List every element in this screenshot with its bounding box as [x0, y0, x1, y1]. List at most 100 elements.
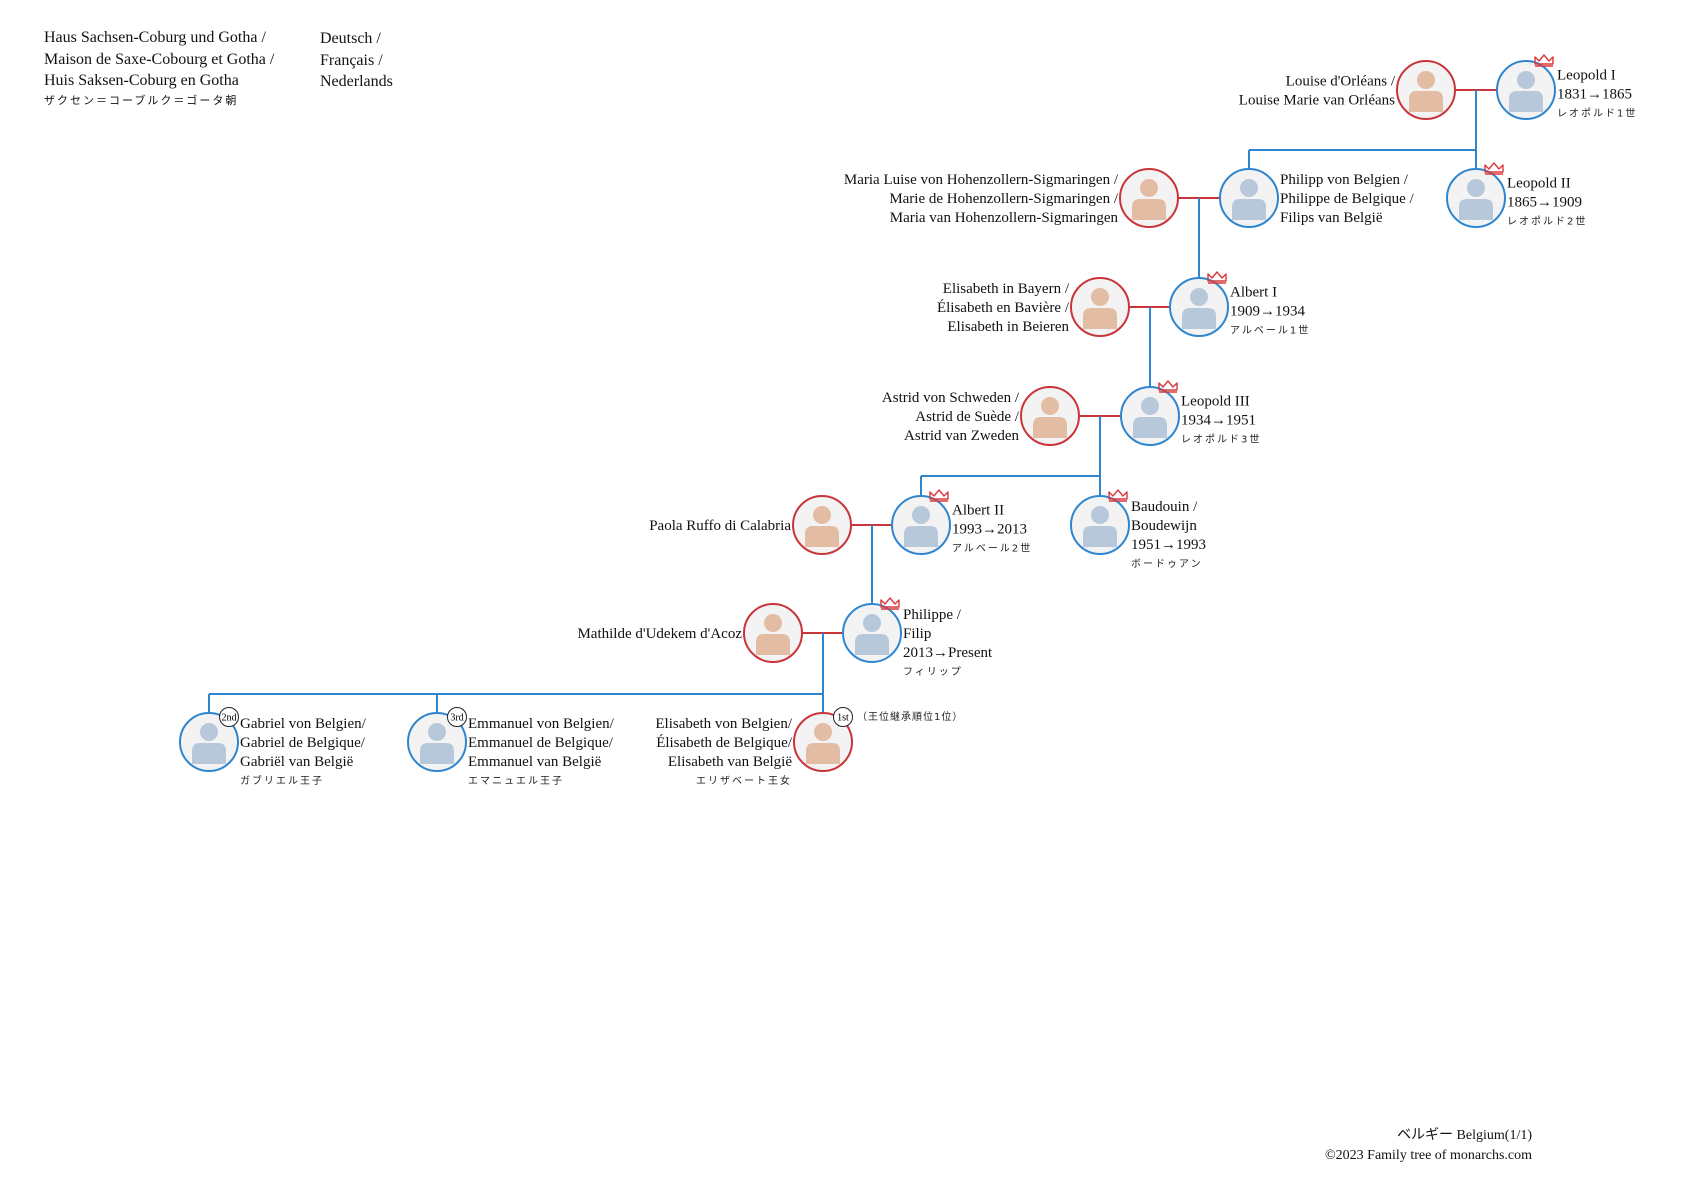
name-line: Leopold II [1507, 176, 1571, 192]
name-line: Leopold III [1181, 394, 1250, 410]
person-silhouette-icon [1409, 71, 1443, 112]
name-line: 1993→2013 [952, 522, 1027, 538]
person-silhouette-icon [420, 723, 454, 764]
name-line: Louise Marie van Orléans [1239, 93, 1395, 109]
name-line: Baudouin / [1131, 499, 1198, 515]
person-maria: Maria Luise von Hohenzollern-Sigmaringen… [844, 168, 1179, 228]
name-line: 1934→1951 [1181, 413, 1256, 429]
person-silhouette-icon [1182, 288, 1216, 329]
page-title: ベルギー Belgium(1/1) [1397, 1128, 1532, 1143]
person-albert2: Albert II 1993→2013 アルベール2世 [891, 489, 1032, 555]
name-line: Astrid von Schweden / [882, 390, 1020, 406]
japanese-name: アルベール1世 [1230, 325, 1310, 337]
name-line: Leopold I [1557, 68, 1616, 84]
person-philipp: Philipp von Belgien / Philippe de Belgiqu… [1219, 168, 1415, 228]
name-line: 1951→1993 [1131, 537, 1206, 553]
name-line: Philippe / [903, 607, 962, 623]
person-leopold2: Leopold II 1865→1909 レオポルド2世 [1446, 162, 1587, 228]
person-silhouette-icon [1083, 506, 1117, 547]
name-line: Élisabeth en Bavière / [937, 299, 1070, 316]
japanese-name: レオポルド3世 [1181, 434, 1261, 446]
name-line: Astrid de Suède / [915, 409, 1020, 425]
japanese-name: レオポルド2世 [1507, 216, 1587, 228]
person-silhouette-icon [1459, 179, 1493, 220]
house-title: Haus Sachsen-Coburg und Gotha / Maison d… [44, 27, 274, 110]
language-list: Deutsch / Français / Nederlands [320, 28, 393, 93]
crown-icon [1158, 380, 1178, 391]
crown-icon [1484, 162, 1504, 173]
person-elisabeth_bayern: Elisabeth in Bayern / Élisabeth en Bavièr… [937, 277, 1130, 337]
person-astrid: Astrid von Schweden / Astrid de Suède / As… [882, 386, 1080, 446]
person-silhouette-icon [805, 506, 839, 547]
copyright: ©2023 Family tree of monarchs.com [1325, 1148, 1532, 1163]
name-line: Philippe de Belgique / [1280, 191, 1415, 207]
succession-badge [219, 707, 239, 727]
japanese-name: フィリップ [903, 666, 963, 678]
house-line: Maison de Saxe-Cobourg et Gotha / [44, 50, 275, 68]
person-silhouette-icon [855, 614, 889, 655]
succession-badge-label: 1st [837, 713, 849, 724]
name-line: Louise d'Orléans / [1286, 74, 1396, 90]
name-line: Élisabeth de Belgique/ [656, 734, 793, 751]
name-line: Mathilde d'Udekem d'Acoz [577, 626, 742, 642]
name-line: Elisabeth in Bayern / [943, 281, 1070, 297]
japanese-name: エマニュエル王子 [468, 775, 564, 787]
succession-note: （王位継承順位1位） [857, 710, 963, 723]
name-line: Marie de Hohenzollern-Sigmaringen / [889, 191, 1119, 207]
name-line: Boudewijn [1131, 518, 1197, 534]
name-line: Maria van Hohenzollern-Sigmaringen [890, 210, 1119, 226]
name-line: Gabriel de Belgique/ [240, 735, 366, 751]
crown-icon [1534, 54, 1554, 65]
person-baudouin: Baudouin / Boudewijn 1951→1993 ボードゥアン [1070, 489, 1206, 570]
name-line: Filip [903, 626, 931, 642]
person-philippe: Philippe / Filip 2013→Present フィリップ [842, 597, 993, 678]
crown-icon [929, 489, 949, 500]
succession-badge [447, 707, 467, 727]
person-louise: Louise d'Orléans / Louise Marie van Orléa… [1239, 60, 1456, 120]
person-albert1: Albert I 1909→1934 アルベール1世 [1169, 271, 1310, 337]
footer: ベルギー Belgium(1/1) ©2023 Family tree of m… [1325, 1126, 1532, 1166]
japanese-name: ガブリエル王子 [240, 774, 324, 787]
name-line: Elisabeth in Beieren [947, 319, 1069, 335]
person-silhouette-icon [1083, 288, 1117, 329]
house-line: Huis Saksen-Coburg en Gotha [44, 72, 239, 89]
japanese-name: アルベール2世 [952, 543, 1032, 555]
name-line: Gabriël van België [240, 754, 354, 770]
language-item: Deutsch / [320, 30, 381, 47]
name-line: 1909→1934 [1230, 304, 1306, 320]
name-line: 1831→1865 [1557, 87, 1632, 103]
person-silhouette-icon [1509, 71, 1543, 112]
person-silhouette-icon [756, 614, 790, 655]
person-silhouette-icon [1132, 179, 1166, 220]
name-line: Elisabeth von Belgien/ [655, 716, 792, 732]
person-silhouette-icon [1033, 397, 1067, 438]
crown-icon [1108, 489, 1128, 500]
person-silhouette-icon [1133, 397, 1167, 438]
crown-icon [1207, 271, 1227, 282]
japanese-name: ボードゥアン [1131, 558, 1203, 570]
name-line: 1865→1909 [1507, 195, 1582, 211]
name-line: Philipp von Belgien / [1280, 172, 1409, 188]
person-elisabeth: 1st （王位継承順位1位） Elisabeth von Belgien/Élisa… [655, 707, 963, 787]
person-paola: Paola Ruffo di Calabria [649, 495, 852, 555]
succession-badge [833, 707, 853, 727]
name-line: Maria Luise von Hohenzollern-Sigmaringen… [844, 172, 1119, 188]
name-line: Albert I [1230, 285, 1277, 301]
house-line: Haus Sachsen-Coburg und Gotha / [44, 29, 266, 46]
language-item: Nederlands [320, 73, 393, 90]
name-line: Emmanuel van België [468, 754, 602, 770]
name-line: Elisabeth van België [668, 754, 792, 770]
person-silhouette-icon [192, 723, 226, 764]
name-line: Astrid van Zweden [904, 428, 1019, 444]
name-line: Paola Ruffo di Calabria [649, 518, 791, 534]
name-line: 2013→Present [903, 645, 993, 661]
name-line: Albert II [952, 503, 1004, 519]
japanese-name: エリザベート王女 [696, 774, 792, 787]
succession-badge-label: 3rd [450, 713, 463, 724]
name-line: Filips van België [1280, 210, 1383, 226]
person-silhouette-icon [806, 723, 840, 764]
